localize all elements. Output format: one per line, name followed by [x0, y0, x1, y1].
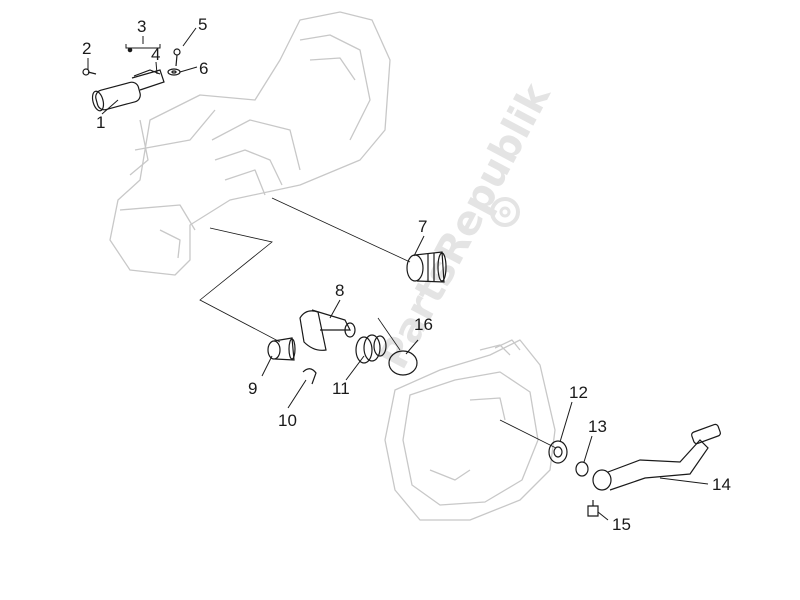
ring-16: [388, 350, 418, 376]
callout-10: 10: [278, 411, 297, 430]
gear-9: [267, 337, 296, 361]
gear-icon: [490, 197, 520, 227]
callout-labels: 1 2 3 4 5 6 7 8 9 10 11 12 13 14 15 16: [82, 15, 731, 534]
screw-5: [173, 48, 181, 67]
callout-7: 7: [418, 217, 427, 236]
watermark: PartsRepublik: [371, 75, 560, 376]
callout-12: 12: [569, 383, 588, 402]
crankcase-cover: [384, 339, 556, 521]
callout-4: 4: [151, 45, 160, 64]
spring-11: [355, 334, 387, 364]
starter-motor: [91, 69, 165, 112]
oil-seal-12: [548, 440, 568, 464]
washer-6: [167, 68, 181, 76]
clip-10: [302, 368, 317, 385]
callout-1: 1: [96, 113, 105, 132]
callout-11: 11: [332, 379, 350, 398]
assembly-lines: [199, 197, 557, 449]
callout-13: 13: [588, 417, 607, 436]
callout-3: 3: [137, 17, 146, 36]
circlip-13: [575, 461, 589, 477]
callout-6: 6: [199, 59, 208, 78]
callout-9: 9: [248, 379, 257, 398]
callout-5: 5: [198, 15, 207, 34]
callout-16: 16: [414, 315, 433, 334]
callout-8: 8: [335, 281, 344, 300]
watermark-text: PartsRepublik: [371, 75, 560, 376]
bolt-15: [587, 500, 599, 517]
screw-2: [82, 68, 97, 76]
callout-15: 15: [612, 515, 631, 534]
crankcase-housing: [109, 11, 391, 276]
kick-lever-14: [592, 423, 721, 491]
callout-2: 2: [82, 39, 91, 58]
kick-sector-8: [299, 309, 356, 351]
leader-lines: [87, 27, 709, 521]
callout-14: 14: [712, 475, 731, 494]
